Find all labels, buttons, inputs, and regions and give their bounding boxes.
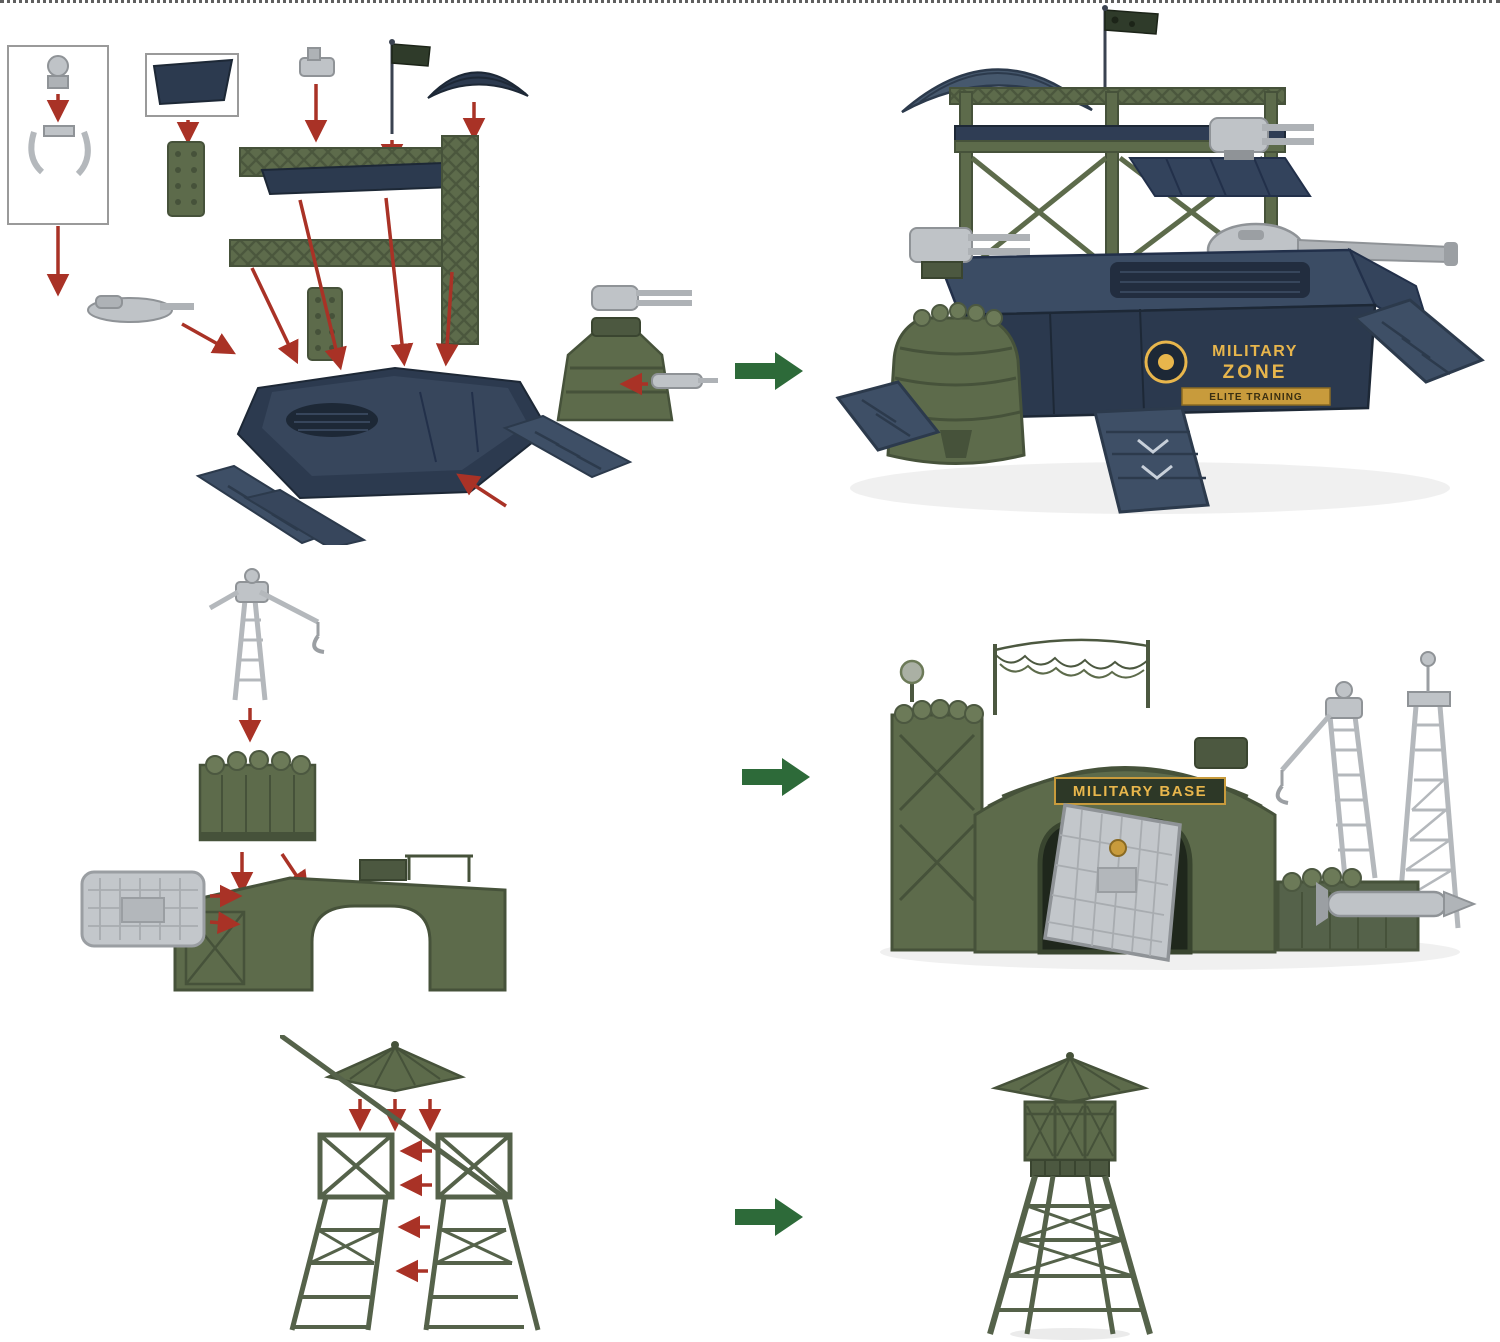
gate-roof-hatch [359,859,407,881]
tower-cabin [1023,1100,1117,1162]
part-silver-accessory [299,47,335,77]
pod-gun-body [909,227,973,263]
part-truss-horizontal-2 [229,239,443,267]
part-gate-structure [173,854,507,992]
part-silver-gun-pod [87,295,194,323]
roof-hatch [1194,737,1248,769]
camo-net [993,638,1150,715]
part-ramp-left-2 [243,488,367,545]
mesh-door [1043,802,1182,963]
exploded-diagram-gate [80,568,507,992]
door-emblem [1109,839,1127,857]
flag [1102,5,1159,92]
part-turret-pod [556,317,674,422]
red-assembly-arrows [250,197,459,371]
part-silver-side-gun [651,373,718,389]
part-tower-half-left [289,1132,395,1331]
part-stud-panel-1 [167,141,205,217]
banner-strip [1181,387,1331,406]
tower-legs [987,1175,1153,1335]
part-canopy-large [427,71,529,99]
military-base-text: MILITARY BASE [1073,783,1207,800]
inset-canopy-box [145,53,239,117]
part-canopy-small [152,58,234,106]
part-ramp-right [502,414,633,479]
center-ramp [1093,406,1210,514]
tower-waist [1030,1159,1110,1177]
crane-hook [312,634,325,654]
military-zone-text-line1: MILITARY [1212,343,1298,360]
assembled-main-base: MILITARY ZONE ELITE TRAINING [835,5,1485,514]
part-tower-roof [323,1041,467,1093]
gate-left-tower [890,699,984,952]
assembled-watch-tower [987,1052,1153,1340]
red-assembly-arrows [395,1139,432,1283]
exploded-diagram-main-base [7,39,718,545]
tower-roof [990,1052,1150,1104]
shadow [1010,1328,1130,1340]
red-arrow [456,473,507,508]
crane [1275,681,1378,879]
part-platform-base [236,366,550,500]
right-ramp [1352,298,1485,384]
section-separator-2 [0,0,1500,3]
red-arrow [181,322,236,355]
part-mesh-door [80,870,206,948]
military-zone-text-line2: ZONE [1223,362,1288,383]
step-flow-arrow-icon [742,758,810,796]
part-silver-turret-gun [591,285,692,311]
gate-sign [1054,777,1226,805]
part-hook-bracket [28,125,91,177]
crane-hook [1275,784,1289,805]
step-flow-arrow-icon [735,352,803,390]
red-assembly-arrows [209,884,243,934]
part-supply-box [198,750,317,842]
part-truss-vertical [441,135,479,345]
military-zone-branding: MILITARY ZONE ELITE TRAINING [1144,340,1331,406]
red-assembly-arrows [348,1099,442,1132]
elite-training-text: ELITE TRAINING [1209,392,1302,403]
part-flag [389,39,431,134]
missile-launcher [1316,882,1477,926]
left-ramp [835,380,941,452]
step-flow-arrow-icon [735,1198,803,1236]
gate-roof-railing [405,854,473,882]
assembled-gate: MILITARY BASE [880,638,1477,970]
part-winch [47,55,69,89]
part-tower-half-right [280,1035,541,1331]
inset-detail-box [7,45,109,225]
searchlight [899,659,925,702]
exploded-diagram-watch-tower [280,1035,541,1331]
part-truss-horizontal [239,147,480,196]
part-crane [208,568,325,701]
upper-deck [1128,157,1312,197]
deck-turret-small [1209,117,1314,160]
